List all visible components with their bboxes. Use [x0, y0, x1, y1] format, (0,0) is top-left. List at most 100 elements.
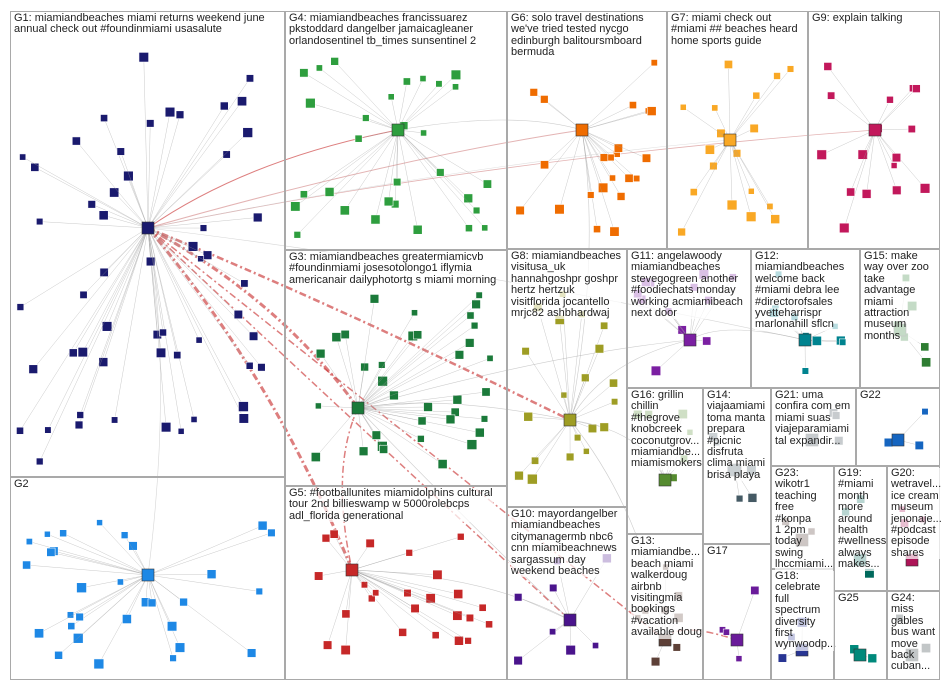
node-g7 — [724, 60, 733, 69]
node-g17 — [750, 585, 760, 595]
edge-g8-g11 — [569, 339, 691, 421]
edge-g1-g10 — [147, 227, 571, 621]
node-g1 — [159, 328, 167, 337]
node-g2 — [166, 621, 178, 632]
node-g5 — [340, 644, 351, 656]
node-g22 — [914, 440, 924, 450]
node-g6 — [529, 88, 538, 97]
group-panel-g11: G11: angelawoody miamiandbeaches stevego… — [627, 249, 751, 388]
group-panel-g24: G24: miss gables bus want move back cuba… — [887, 591, 940, 680]
node-g6 — [609, 174, 616, 182]
node-g6 — [624, 173, 634, 183]
group-label-g13: G13: miamiandbe... beach miami walkerdou… — [631, 535, 702, 639]
edge-g3-g5 — [341, 407, 359, 571]
edge-g9-spoke — [844, 129, 876, 229]
node-g12 — [811, 335, 822, 346]
node-g7 — [711, 104, 719, 112]
edge-g4-spoke — [388, 129, 399, 202]
edge-g1-spoke — [147, 101, 243, 229]
edge-g1-spoke — [76, 140, 149, 229]
node-g9 — [861, 189, 872, 199]
edge-g2-spoke — [47, 533, 149, 576]
edge-g1-spoke — [147, 227, 162, 353]
edge-g3-spoke — [357, 364, 383, 409]
node-g1 — [245, 74, 255, 83]
node-g7 — [773, 72, 781, 80]
edge-g10-spoke — [518, 597, 571, 621]
group-panel-g15: G15: make way over zoo take advantage mi… — [860, 249, 940, 388]
edge-g7-spoke — [729, 75, 778, 141]
edge-g8-spoke — [569, 382, 614, 421]
node-g4 — [290, 201, 301, 212]
edge-g6-spoke — [581, 129, 598, 230]
node-g2 — [22, 560, 31, 570]
node-g2 — [54, 650, 63, 660]
edge-g2-spoke — [147, 574, 260, 592]
node-g1 — [100, 114, 108, 122]
node-g5 — [457, 532, 465, 541]
node-g5 — [398, 628, 407, 637]
edge-g4-spoke — [329, 129, 399, 193]
node-g3 — [481, 387, 491, 397]
node-g1 — [173, 351, 182, 360]
node-g5 — [321, 533, 331, 543]
edge-g4-spoke — [397, 129, 441, 173]
node-g6 — [616, 192, 626, 201]
node-g4 — [305, 97, 316, 109]
edge-g3-spoke — [336, 337, 359, 409]
edge-g5-spoke — [351, 569, 459, 595]
edge-g4-spoke — [375, 129, 399, 220]
edge-g6-spoke — [581, 110, 652, 131]
node-g2 — [147, 598, 157, 608]
node-g5 — [485, 620, 493, 629]
edge-g1-spoke — [147, 227, 245, 419]
node-g2 — [72, 633, 84, 644]
node-g2 — [75, 612, 84, 622]
edge-g1-spoke — [147, 227, 200, 341]
node-g4 — [452, 83, 459, 91]
edge-g1-spoke — [34, 167, 149, 229]
edge-g8-spoke — [525, 351, 571, 421]
node-g1 — [145, 256, 156, 267]
node-g2 — [246, 648, 257, 658]
node-g4 — [324, 187, 335, 197]
node-g5 — [431, 631, 440, 640]
edge-g3-spoke — [357, 354, 460, 409]
group-panel-g18: G18: celebrate full spectrum diversity f… — [771, 569, 837, 680]
node-g9 — [907, 125, 916, 134]
group-panel-g17: G17 — [703, 544, 771, 680]
group-label-g7: G7: miami check out #miami ## beaches he… — [671, 12, 798, 48]
node-g9 — [890, 162, 898, 169]
edge-g3-spoke — [357, 399, 458, 409]
edge-g2-spoke — [147, 532, 272, 576]
edge-g1-spoke — [78, 227, 149, 426]
edge-g6-spoke — [581, 129, 592, 196]
edge-g6-spoke — [581, 104, 634, 131]
group-panel-g9: G9: explain talking — [808, 11, 940, 249]
node-g3 — [379, 444, 389, 454]
node-g5 — [478, 603, 487, 612]
edge-g1-spoke — [147, 227, 195, 420]
hub-node-g3 — [351, 401, 365, 415]
group-panel-g3: G3: miamiandbeaches greatermiamicvb #fou… — [285, 250, 507, 486]
node-g4 — [315, 64, 323, 72]
node-g3 — [466, 439, 478, 450]
node-g2 — [116, 578, 124, 586]
edge-g2-spoke — [53, 550, 149, 576]
node-g7 — [709, 161, 718, 171]
node-g2 — [46, 547, 56, 557]
node-g4 — [362, 114, 370, 122]
node-g5 — [432, 569, 443, 580]
edge-g6-spoke — [581, 129, 613, 179]
node-g3 — [445, 414, 456, 425]
edge-g8-spoke — [537, 307, 571, 421]
edge-g2-spoke — [58, 574, 149, 656]
node-g3 — [471, 299, 481, 310]
edge-g4-spoke — [334, 61, 399, 131]
node-g1 — [155, 347, 167, 358]
edge-g5-spoke — [351, 569, 460, 641]
node-g4 — [393, 177, 402, 187]
edge-g1-spoke — [19, 227, 149, 431]
group-panel-g22: G22 — [856, 388, 940, 466]
node-g3 — [465, 338, 475, 348]
